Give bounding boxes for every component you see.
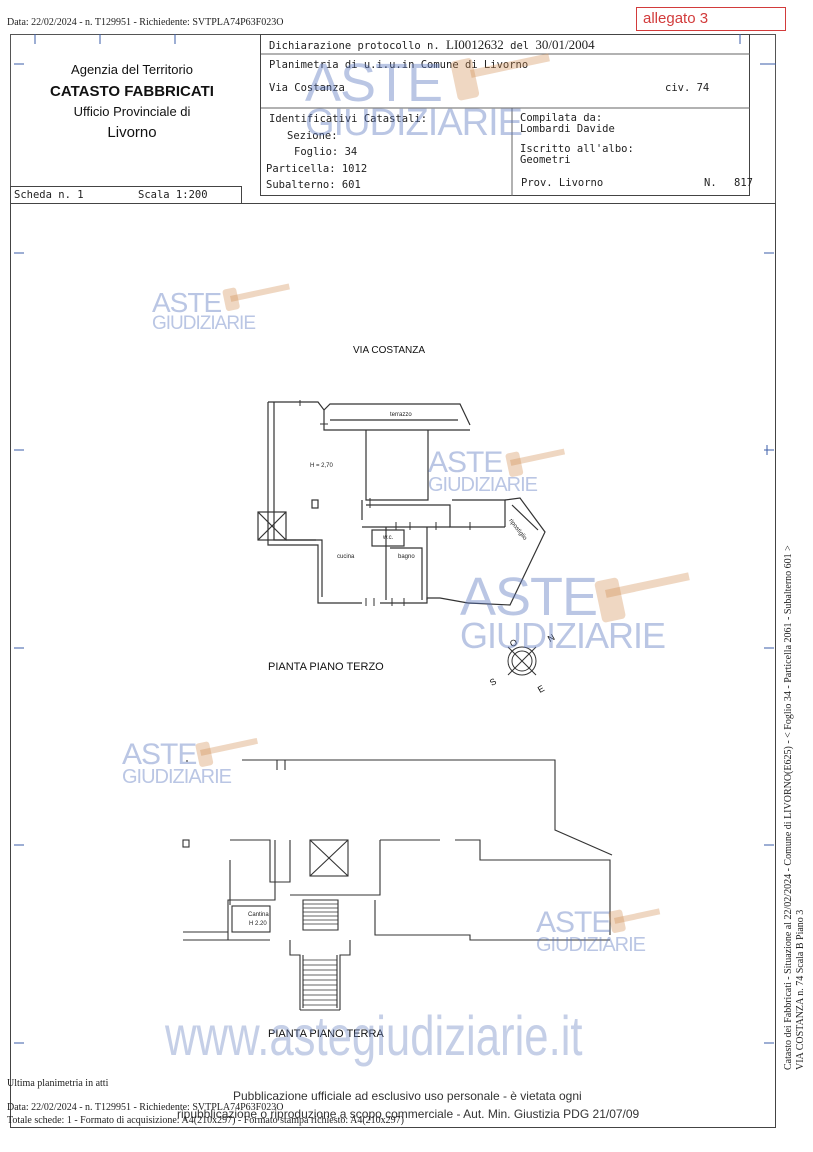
watermark-logo-4: ASTE GIUDIZIARIE xyxy=(460,567,666,656)
room-wc: w.c. xyxy=(383,535,394,541)
notice-line-1: Pubblicazione ufficiale ad esclusivo uso… xyxy=(233,1089,582,1103)
watermark-logo-6: ASTE GIUDIZIARIE xyxy=(536,906,646,956)
watermark-brand: ASTE xyxy=(305,53,443,113)
header-box xyxy=(260,34,750,196)
protocol-del: del xyxy=(510,40,530,52)
compiled-name: Lombardi Davide xyxy=(520,123,615,135)
ident-sezione: Sezione: xyxy=(287,130,338,142)
plan-line: Planimetria di u.i.u.in Comune di Livorn… xyxy=(269,59,529,71)
scheda-number: Scheda n. 1 xyxy=(14,189,84,201)
watermark-brand: ASTE xyxy=(460,567,598,627)
ident-particella: Particella: 1012 xyxy=(266,163,368,175)
third-floor-plan xyxy=(257,401,546,606)
protocol-label: Dichiarazione protocollo n. xyxy=(269,40,440,52)
third-floor-title: PIANTA PIANO TERZO xyxy=(268,661,384,673)
street-line: Via Costanza xyxy=(269,82,345,94)
albo-label: Iscritto all'albo: xyxy=(520,143,634,155)
side-text-cadastre: Catasto dei Fabbricati - Situazione al 2… xyxy=(783,545,794,1070)
gavel-icon xyxy=(222,283,290,311)
room-cucina: cucina xyxy=(337,554,355,560)
room-cantina-height: H 2.20 xyxy=(249,921,267,927)
protocol-date: 30/01/2004 xyxy=(535,37,595,52)
watermark-sub: GIUDIZIARIE xyxy=(536,934,646,956)
footer-last-plan: Ultima planimetria in atti xyxy=(7,1078,109,1089)
protocol-number: LI0012632 xyxy=(446,37,504,52)
side-text-address: VIA COSTANZA n. 74 Scala B Piano 3 xyxy=(795,909,806,1070)
ground-floor-title: PIANTA PIANO TERRA xyxy=(268,1028,384,1040)
third-floor-wall-ticks xyxy=(299,400,471,606)
room-height: H = 2,70 xyxy=(310,463,333,469)
watermark-logo-5: ASTE GIUDIZIARIE xyxy=(122,738,232,788)
notice-line-2: ripubblicazione o riproduzione a scopo c… xyxy=(177,1107,640,1121)
agency-catasto: CATASTO FABBRICATI xyxy=(50,83,214,100)
room-bagno: bagno xyxy=(398,554,415,560)
plan-street-label: VIA COSTANZA xyxy=(353,345,426,356)
compass xyxy=(507,646,537,676)
gavel-icon xyxy=(450,53,550,101)
annex-label: allegato 3 xyxy=(636,7,786,31)
header-dividers xyxy=(14,34,776,196)
footer-data-line: Data: 22/02/2024 - n. T129951 - Richiede… xyxy=(7,1102,284,1113)
gavel-icon xyxy=(195,737,258,767)
ground-floor-plan xyxy=(182,759,613,1011)
scale: Scala 1:200 xyxy=(138,189,208,201)
watermark-sub: GIUDIZIARIE xyxy=(122,766,232,788)
watermark-logo-3: ASTE GIUDIZIARIE xyxy=(428,446,538,496)
watermark-sub: GIUDIZIARIE xyxy=(460,615,666,656)
agency-name: Agenzia del Territorio xyxy=(71,62,193,77)
albo-value: Geometri xyxy=(520,154,571,166)
watermark-sub: GIUDIZIARIE xyxy=(152,313,256,334)
gavel-icon xyxy=(608,908,661,933)
frame-ticks xyxy=(14,252,774,1044)
compiled-label: Compilata da: xyxy=(520,112,603,124)
room-cantina: Cantina xyxy=(248,912,269,918)
top-request-stamp: Data: 22/02/2024 - n. T129951 - Richiede… xyxy=(7,17,284,28)
watermark-sub: GIUDIZIARIE xyxy=(305,102,523,144)
protocol-line: Dichiarazione protocollo n. LI0012632 de… xyxy=(269,37,595,53)
watermark-url: www.astegiudiziarie.it xyxy=(165,1004,583,1067)
room-terrazzo: terrazzo xyxy=(390,412,412,418)
agency-office: Ufficio Provinciale di xyxy=(73,104,191,119)
watermark-brand: ASTE xyxy=(122,738,197,771)
watermark-logo-2: ASTE GIUDIZIARIE xyxy=(305,53,523,144)
civic-number: civ. 74 xyxy=(665,82,710,94)
ident-subalterno: Subalterno: 601 xyxy=(266,179,361,191)
ident-foglio: Foglio: 34 xyxy=(294,146,358,158)
prov-label: Prov. Livorno xyxy=(521,177,604,189)
watermark-brand: ASTE xyxy=(536,906,611,939)
gavel-icon xyxy=(505,448,566,477)
watermark-brand: ASTE xyxy=(428,446,503,479)
agency-city: Livorno xyxy=(107,124,157,141)
reg-n-label: N. xyxy=(704,177,717,189)
ground-floor-stair-treads xyxy=(303,903,338,1006)
watermark-sub: GIUDIZIARIE xyxy=(428,474,538,496)
scheda-box xyxy=(10,186,242,204)
watermark-brand: ASTE xyxy=(152,287,222,318)
ident-title: Identificativi Catastali: xyxy=(269,113,428,125)
footer-totale-line: Totale schede: 1 - Formato di acquisizio… xyxy=(7,1115,404,1126)
gavel-icon xyxy=(594,572,690,623)
plan-frame xyxy=(10,203,776,1128)
reg-n-value: 817 xyxy=(734,177,753,189)
watermark-logo-1: ASTE GIUDIZIARIE xyxy=(152,287,256,334)
